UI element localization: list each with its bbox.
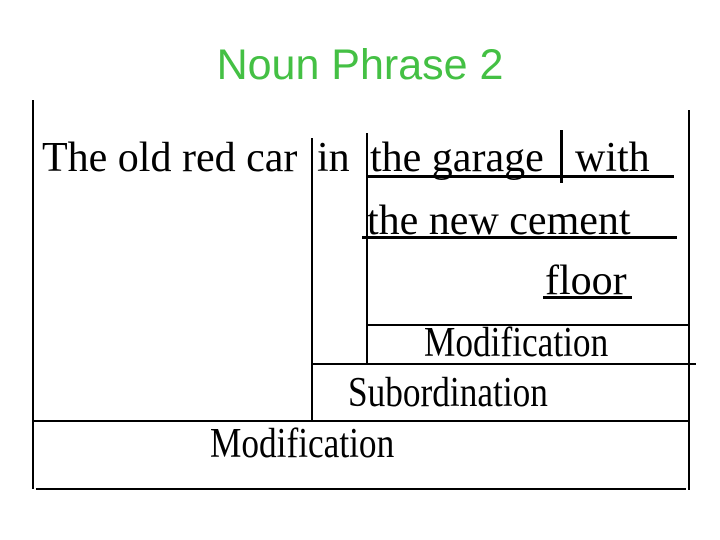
subordination-top-line	[311, 363, 696, 365]
divider-before-object-line	[366, 133, 368, 365]
outer-bottom-line	[36, 488, 686, 490]
outer-right-line	[688, 110, 690, 490]
object-line1-left-text: the garage	[370, 135, 544, 181]
slide-title: Noun Phrase 2	[216, 41, 504, 89]
object-line2-text: the new cement	[367, 198, 631, 244]
sentence-head-text: The old red car	[42, 135, 298, 181]
outer-left-line	[32, 100, 34, 489]
label-modification-outer: Modification	[210, 423, 429, 465]
label-modification-inner-text: Modification	[424, 320, 609, 366]
preposition-text: in	[317, 135, 350, 181]
object-line3-text: floor	[545, 258, 627, 304]
modification-inner-top-line	[366, 324, 689, 326]
label-subordination-text: Subordination	[348, 370, 548, 416]
subordination-bottom-line	[33, 420, 688, 422]
label-subordination: Subordination	[348, 372, 586, 414]
divider-after-head-line	[311, 138, 313, 421]
underline-object-line3	[543, 296, 632, 299]
label-modification-inner: Modification	[424, 322, 643, 364]
underline-object-line2	[362, 236, 677, 239]
underline-object-line1	[367, 175, 674, 178]
object-line1-right-text: with	[575, 135, 650, 181]
garage-with-divider-line	[560, 130, 563, 183]
label-modification-outer-text: Modification	[210, 421, 395, 467]
